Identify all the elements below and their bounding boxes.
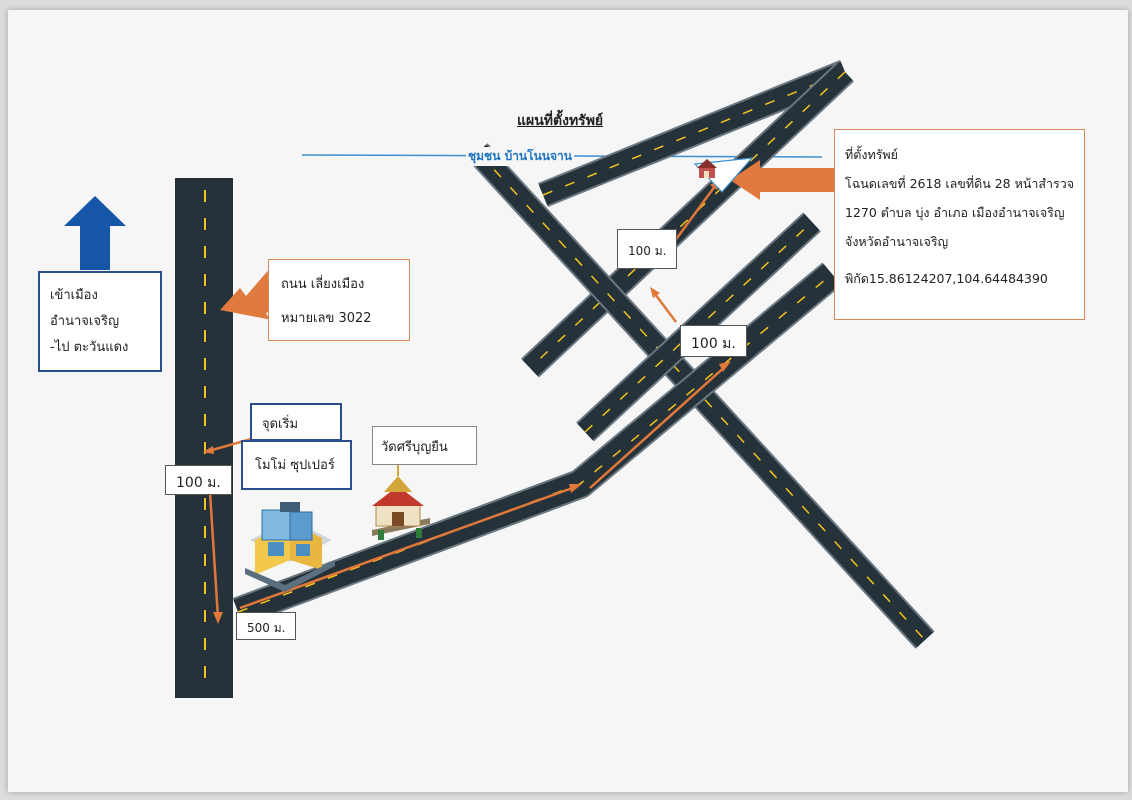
road-steep-diagonal — [521, 62, 854, 378]
distance-label-top: 100 ม. — [617, 229, 678, 269]
distance-label-mid: 100 ม. — [680, 325, 747, 357]
start-text: จุดเริ่ม — [262, 417, 299, 432]
north-arrow — [64, 196, 126, 270]
property-info-box: ที่ตั้งทรัพย์ โฉนดเลขที่ 2618 เลขที่ดิน … — [834, 129, 1085, 320]
map-title: แผนที่ตั้งทรัพย์ — [517, 113, 604, 129]
city-line-2: อำนาจเจริญ — [50, 314, 120, 329]
city-direction-box: เข้าเมือง อำนาจเจริญ -ไป ตะวันแดง — [38, 271, 162, 372]
distance-label-left: 100 ม. — [165, 465, 232, 495]
property-pointer-arrow — [730, 160, 842, 200]
property-marker — [693, 157, 754, 193]
route-path — [203, 178, 731, 624]
property-heading: ที่ตั้งทรัพย์ — [845, 147, 898, 162]
property-address: 1270 ตำบล บุ่ง อำเภอ เมืองอำนาจเจริญ — [845, 205, 1065, 220]
distance-label-500: 500 ม. — [236, 612, 297, 640]
store-text: โมโม่ ซุปเปอร์ — [255, 458, 335, 473]
road-top-diagonal — [538, 59, 850, 208]
city-line-1: เข้าเมือง — [50, 288, 98, 303]
start-point-label: จุดเริ่ม — [250, 403, 342, 441]
main-road — [175, 178, 233, 698]
store-building-icon — [245, 502, 335, 592]
temple-label: วัดศรีบุญยืน — [372, 426, 477, 465]
road-line-1: ถนน เลี่ยงเมือง — [281, 277, 365, 292]
temple-text: วัดศรีบุญยืน — [381, 440, 448, 455]
temple-icon — [372, 464, 430, 540]
property-province: จังหวัดอำนาจเจริญ — [845, 234, 949, 249]
village-label: ชุมชน บ้านโนนจาน — [466, 147, 574, 166]
bypass-road-box: ถนน เลี่ยงเมือง หมายเลข 3022 — [268, 259, 410, 341]
city-line-3: -ไป ตะวันแดง — [50, 340, 129, 355]
property-coords: พิกัด15.86124207,104.64484390 — [845, 271, 1048, 286]
road-line-2: หมายเลข 3022 — [281, 311, 372, 326]
property-deed: โฉนดเลขที่ 2618 เลขที่ดิน 28 หน้าสำรวจ — [845, 176, 1075, 191]
store-label: โมโม่ ซุปเปอร์ — [241, 440, 352, 490]
